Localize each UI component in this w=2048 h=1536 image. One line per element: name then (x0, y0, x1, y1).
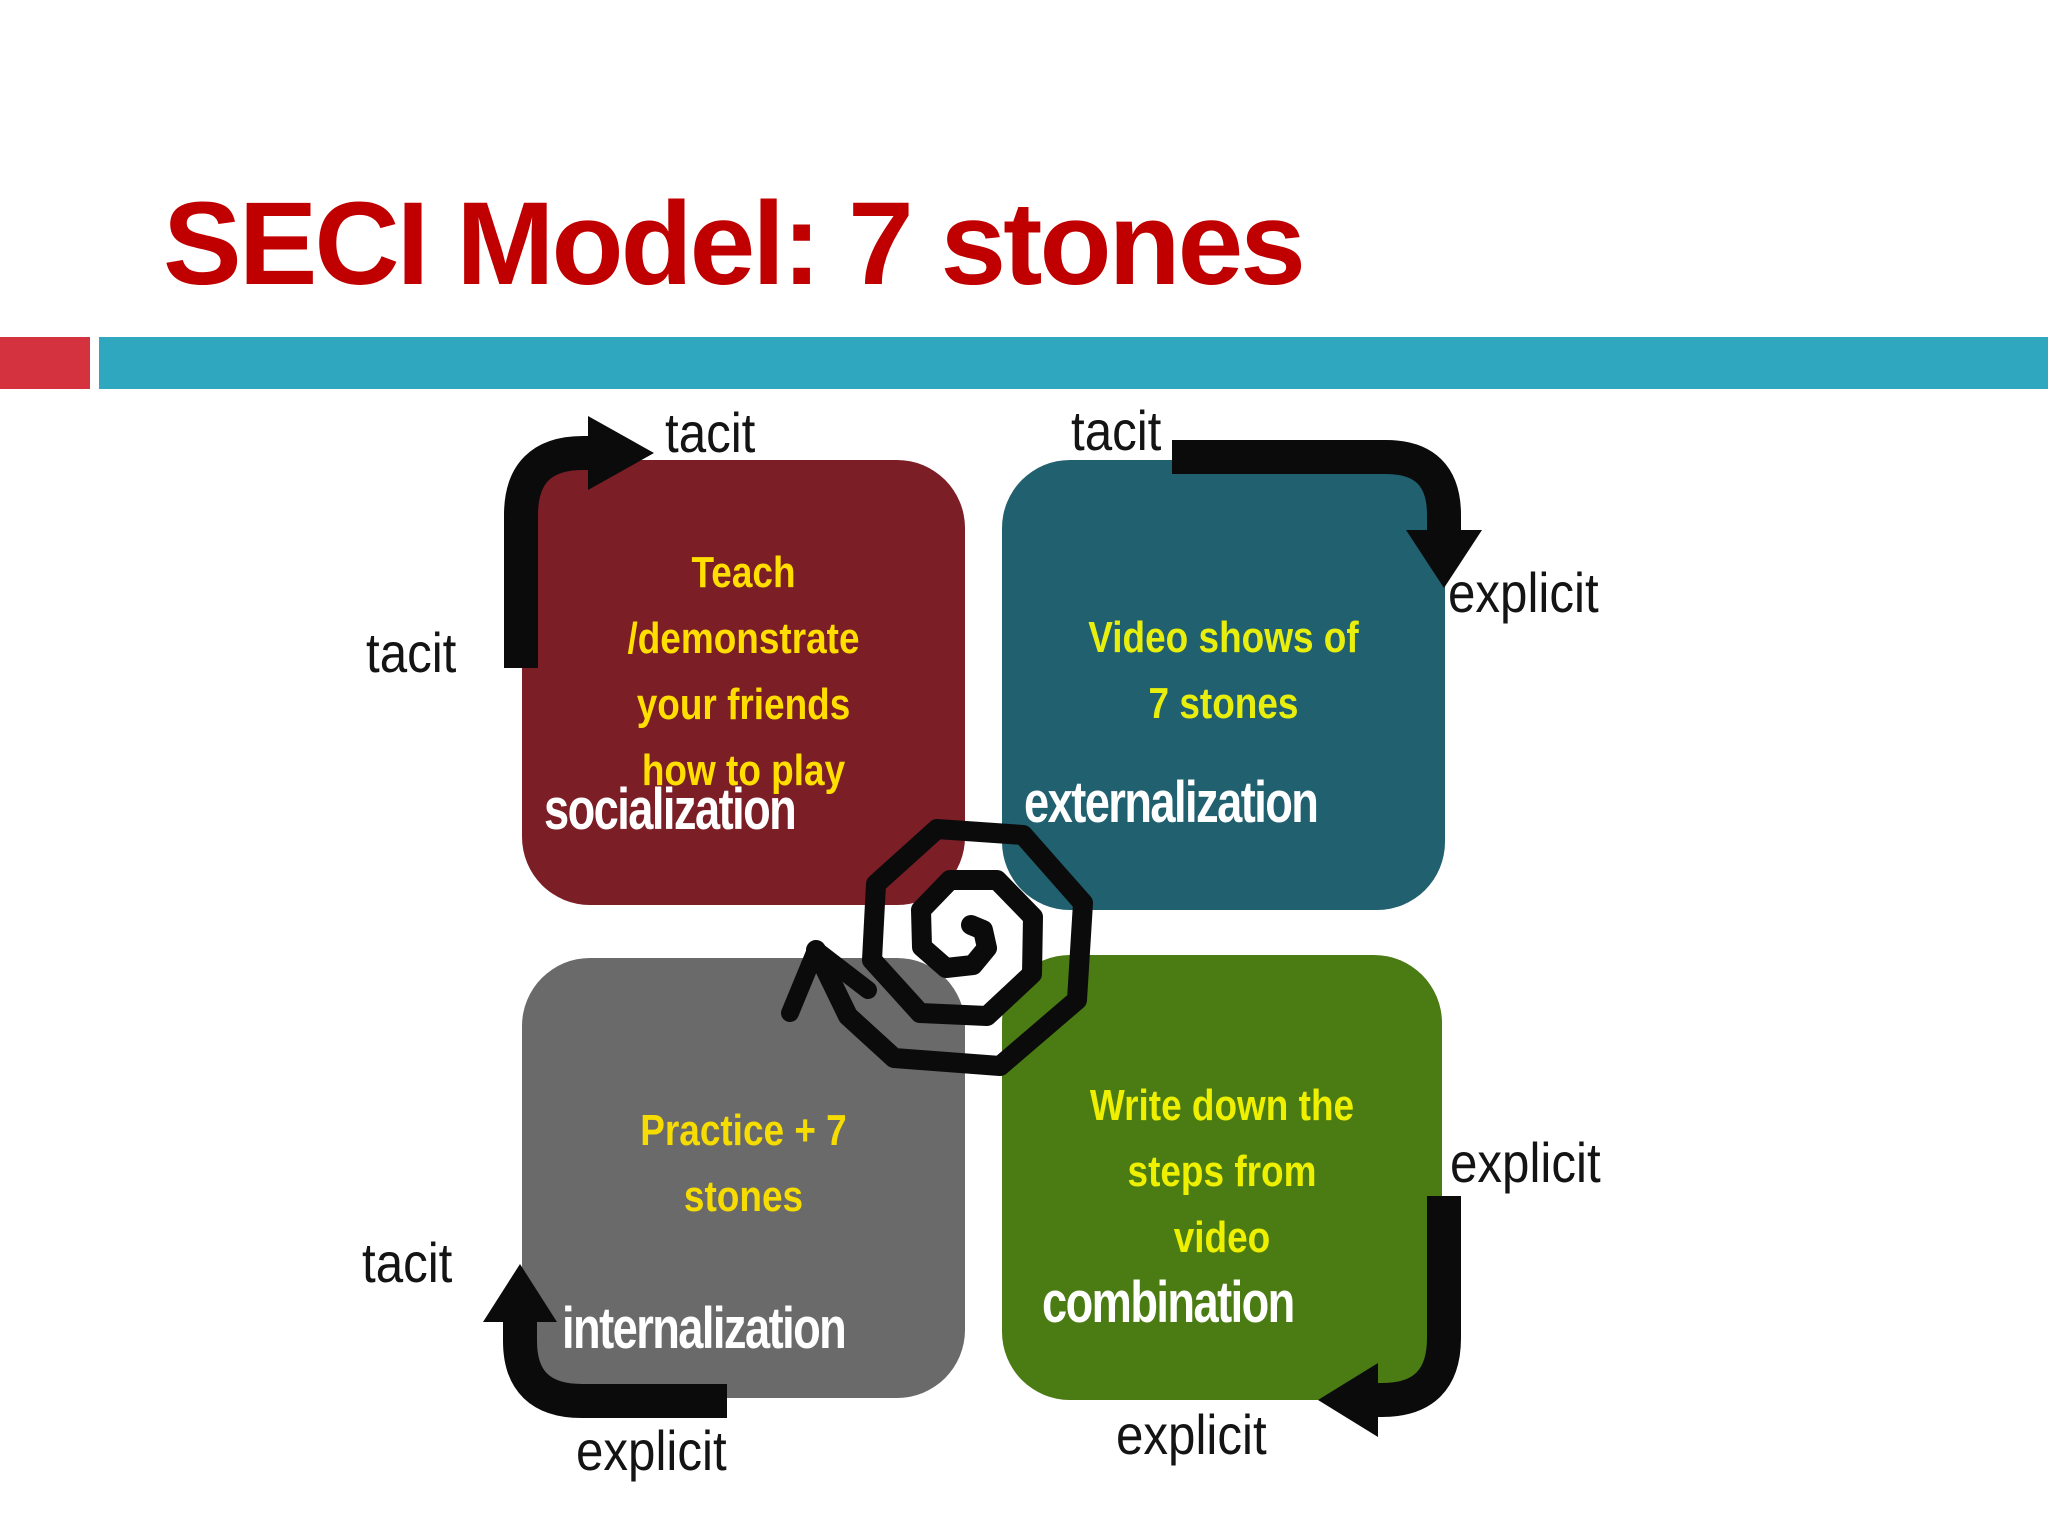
label-explicit-below-internalization: explicit (576, 1419, 727, 1482)
label-explicit-below-combination: explicit (1116, 1403, 1267, 1466)
description-line: Practice + 7 (640, 1106, 847, 1155)
quadrant-externalization: Video shows of 7 stones externalization (1002, 460, 1445, 910)
quadrant-combination: Write down the steps from video combinat… (1002, 955, 1442, 1400)
externalization-keyword: externalization (1024, 770, 1319, 835)
label-tacit-left-of-socialization: tacit (366, 621, 457, 684)
socialization-description: Teach /demonstrate your friends how to p… (557, 540, 929, 804)
label-tacit-left-of-internalization: tacit (362, 1231, 453, 1294)
description-line: Write down the (1089, 1081, 1355, 1130)
label-tacit-above-externalization: tacit (1071, 399, 1162, 462)
label-explicit-right-of-externalization: explicit (1448, 561, 1599, 624)
internalization-description: Practice + 7 stones (557, 1098, 929, 1230)
label-tacit-above-socialization: tacit (665, 401, 756, 464)
description-line: stones (683, 1172, 804, 1221)
description-line: Video shows of (1088, 613, 1359, 662)
page-title: SECI Model: 7 stones (163, 178, 1306, 310)
quadrant-socialization: Teach /demonstrate your friends how to p… (522, 460, 965, 905)
description-line: your friends (636, 680, 851, 729)
description-line: how to play (641, 746, 846, 795)
label-explicit-right-of-combination: explicit (1450, 1131, 1601, 1194)
quadrant-internalization: Practice + 7 stones internalization (522, 958, 965, 1398)
internalization-keyword: internalization (562, 1296, 847, 1361)
description-line: Teach (691, 548, 796, 597)
combination-description: Write down the steps from video (1037, 1073, 1407, 1271)
teal-accent-bar (99, 337, 2048, 389)
description-line: video (1173, 1213, 1271, 1262)
red-accent-bar (0, 337, 90, 389)
combination-keyword: combination (1042, 1270, 1295, 1335)
description-line: steps from (1127, 1147, 1317, 1196)
socialization-keyword: socialization (544, 777, 797, 842)
description-line: /demonstrate (627, 614, 860, 663)
externalization-description: Video shows of 7 stones (1037, 605, 1409, 737)
description-line: 7 stones (1148, 679, 1299, 728)
